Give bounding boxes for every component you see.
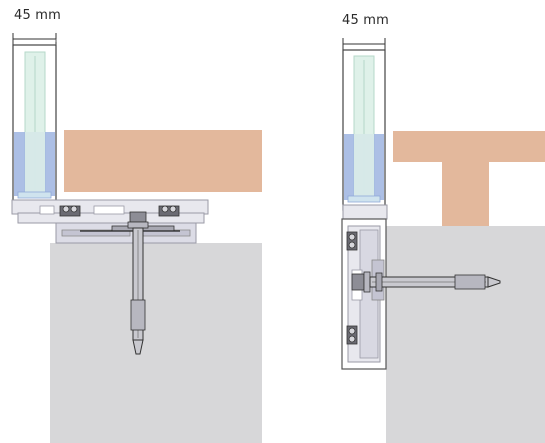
left-nut-group-2: [158, 205, 180, 217]
left-wood-board: [64, 130, 262, 192]
right-concrete-slab: [386, 226, 545, 443]
right-nut-bottom: [346, 325, 358, 345]
side-mount-view: [341, 38, 545, 443]
right-anchor-bolt: [351, 271, 501, 293]
right-nut-top: [346, 231, 358, 251]
right-wood-cap: [393, 131, 545, 162]
top-mount-view: [11, 33, 262, 443]
left-dimension-label: 45 mm: [14, 8, 62, 23]
right-dimension-label: 45 mm: [342, 13, 390, 28]
left-nut-group-1: [59, 205, 81, 217]
right-wood-post: [442, 162, 489, 226]
left-concrete-slab: [50, 243, 262, 443]
left-dimension-line: [12, 33, 57, 45]
left-anchor-bolt: [127, 211, 149, 355]
right-dimension-line: [342, 38, 386, 50]
